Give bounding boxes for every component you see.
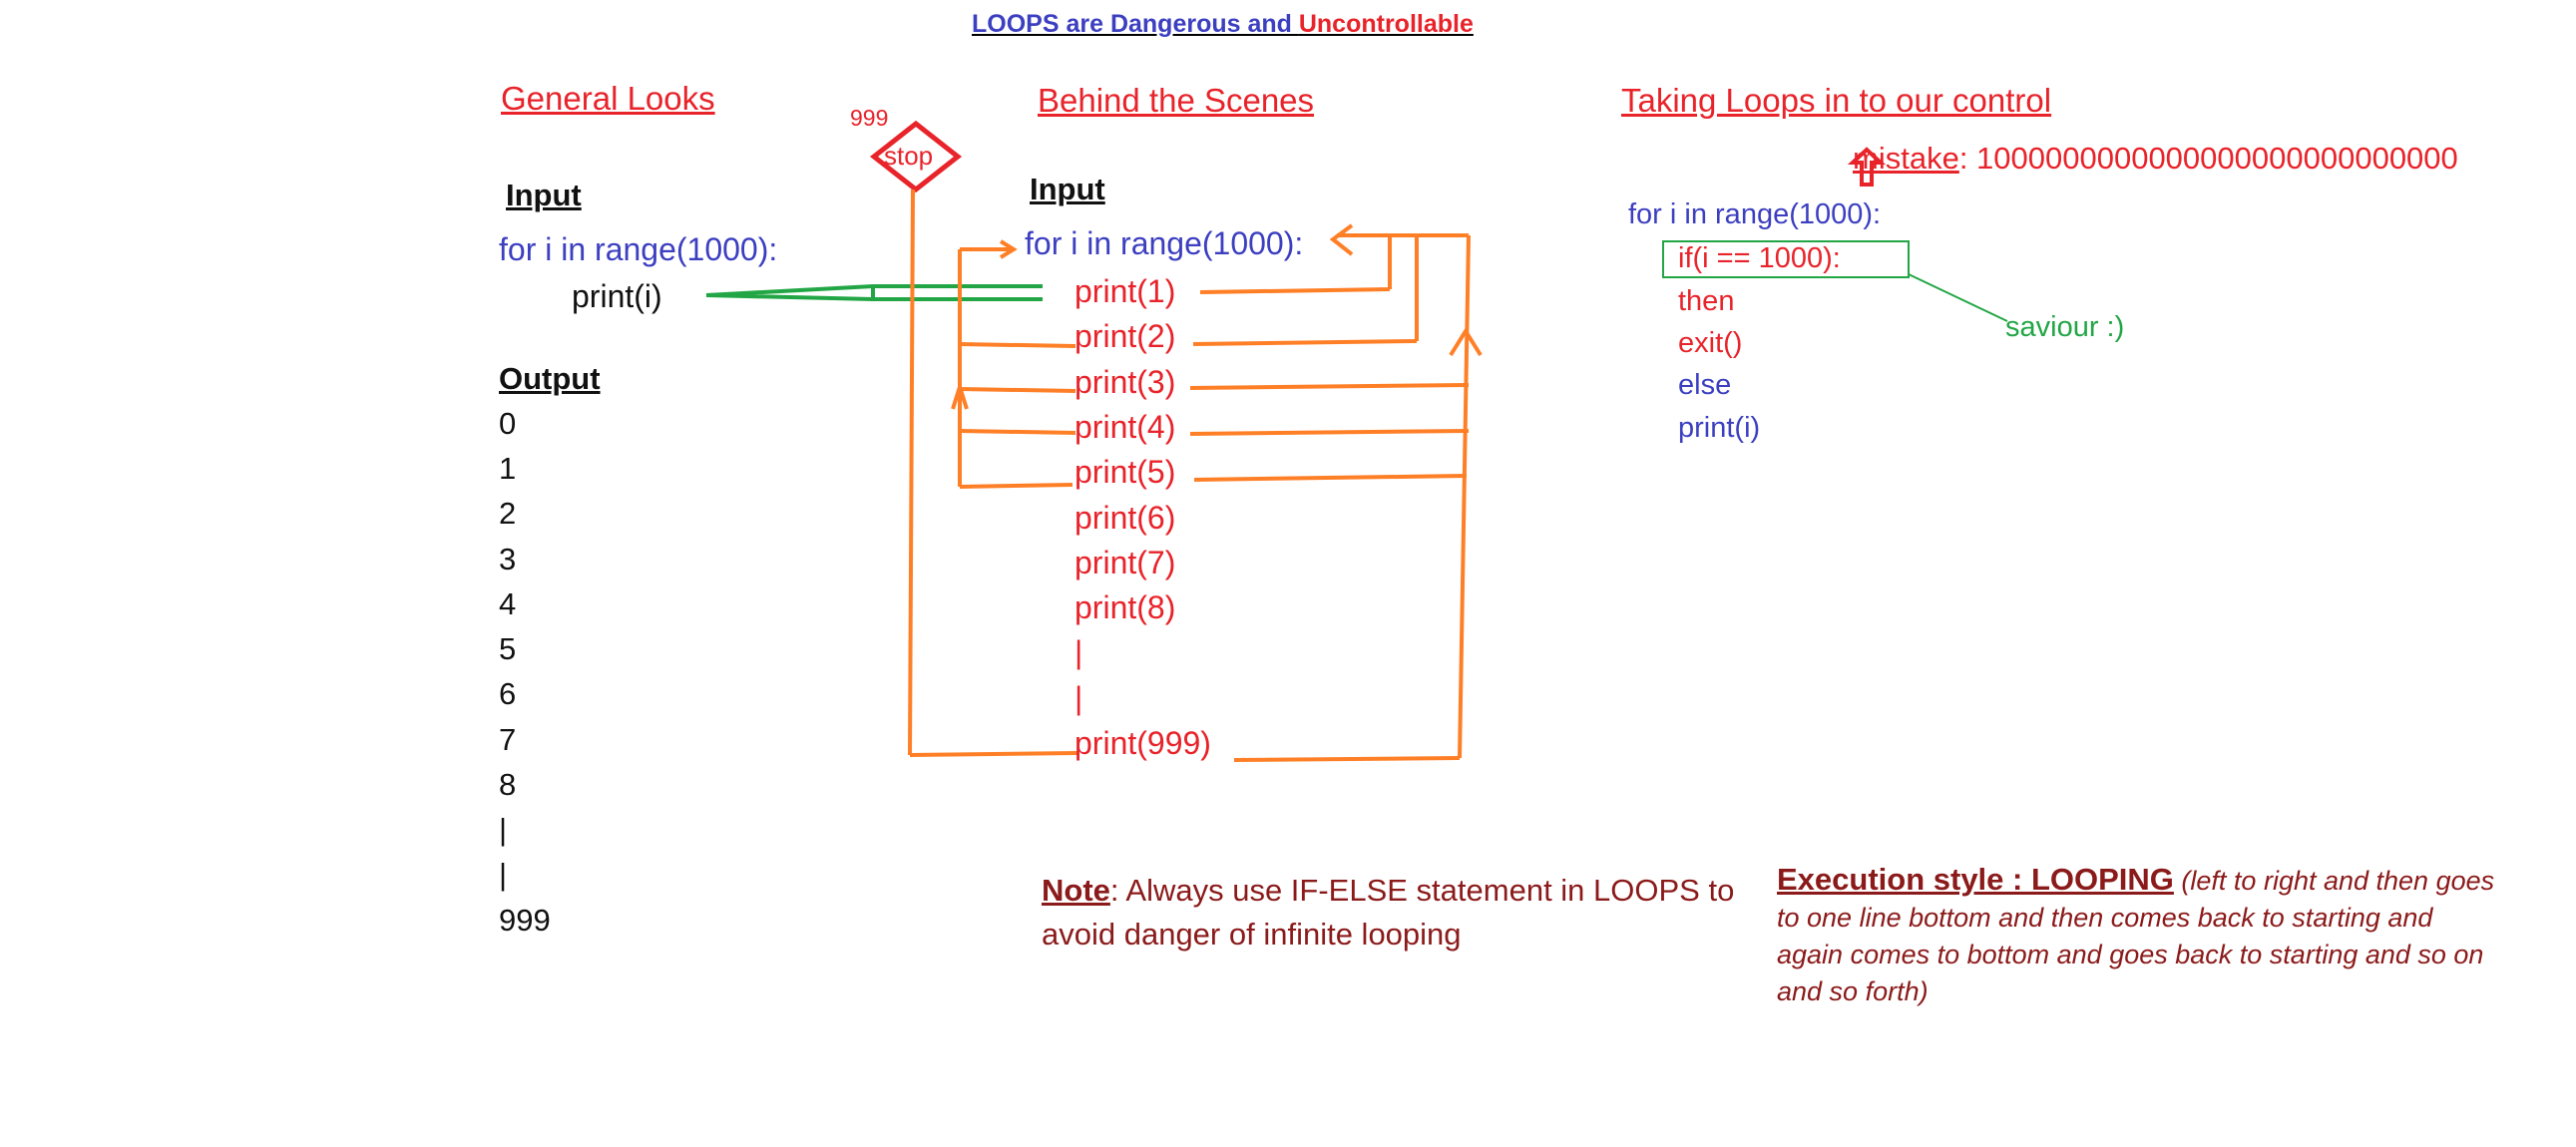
general-code-line2: print(i) <box>572 278 662 314</box>
mistake-line: mistake: 1000000000000000000000000000 <box>1853 143 2458 174</box>
control-print-line: print(i) <box>1678 412 1761 444</box>
print-line: print(5) <box>1074 454 1176 490</box>
output-item: 1 <box>499 451 517 486</box>
output-item: 0 <box>499 406 517 441</box>
control-if-line: if(i == 1000): <box>1678 242 1841 274</box>
stop-label: stop <box>884 141 934 171</box>
execution-label: Execution style : LOOPING <box>1777 862 2174 897</box>
general-input-label: Input <box>506 178 582 212</box>
page-title: LOOPS are Dangerous and Uncontrollable <box>972 12 1474 37</box>
stop-counter: 999 <box>850 105 889 131</box>
note-text: : Always use IF-ELSE statement in LOOPS … <box>1042 873 1735 952</box>
print-line: | <box>1074 634 1083 670</box>
mistake-arrow-icon <box>1847 147 1887 187</box>
output-item: | <box>499 812 508 847</box>
general-output-label: Output <box>499 361 601 396</box>
general-heading: General Looks <box>501 80 715 117</box>
title-part1: LOOPS are Dangerous and <box>972 10 1299 38</box>
stop-sign-icon <box>869 120 963 193</box>
behind-heading: Behind the Scenes <box>1038 82 1315 119</box>
output-item: 6 <box>499 676 517 711</box>
output-item: 5 <box>499 631 517 666</box>
print-line: print(3) <box>1074 364 1176 400</box>
note-block: Note: Always use IF-ELSE statement in LO… <box>1042 869 1760 956</box>
output-item: 4 <box>499 586 517 621</box>
control-heading: Taking Loops in to our control <box>1621 82 2052 119</box>
print-line: print(7) <box>1074 545 1176 580</box>
mistake-value: : 1000000000000000000000000000 <box>1958 141 2458 176</box>
title-part2: Uncontrollable <box>1298 10 1474 38</box>
output-item: 7 <box>499 722 517 757</box>
mistake-label: mistake <box>1853 141 1959 176</box>
print-line: | <box>1074 680 1083 716</box>
print-line: print(4) <box>1074 409 1176 445</box>
print-line: print(999) <box>1074 725 1211 761</box>
saviour-label: saviour :) <box>2005 311 2125 343</box>
execution-text: (left to right and then goes to one line… <box>1777 866 2495 1006</box>
execution-block: Execution style : LOOPING (left to right… <box>1777 861 2505 1010</box>
control-then-line: then <box>1678 285 1735 317</box>
output-item: 8 <box>499 767 517 802</box>
print-line: print(1) <box>1074 273 1176 309</box>
saviour-highlight <box>1662 240 2008 322</box>
output-item: | <box>499 857 508 892</box>
print-line: print(8) <box>1074 589 1176 625</box>
note-label: Note <box>1042 873 1110 908</box>
print-line: print(2) <box>1074 318 1176 354</box>
general-code-line1: for i in range(1000): <box>499 231 778 267</box>
loop-flow-lines <box>908 189 1483 762</box>
output-item: 999 <box>499 903 551 938</box>
control-else-line: else <box>1678 369 1732 401</box>
output-item: 2 <box>499 496 517 531</box>
print-line: print(6) <box>1074 500 1176 536</box>
behind-input-label: Input <box>1030 172 1105 206</box>
green-arrow <box>705 284 1043 301</box>
control-loop-line: for i in range(1000): <box>1628 198 1882 230</box>
control-exit-line: exit() <box>1678 327 1743 359</box>
behind-loop-line: for i in range(1000): <box>1025 225 1304 261</box>
output-item: 3 <box>499 542 517 576</box>
